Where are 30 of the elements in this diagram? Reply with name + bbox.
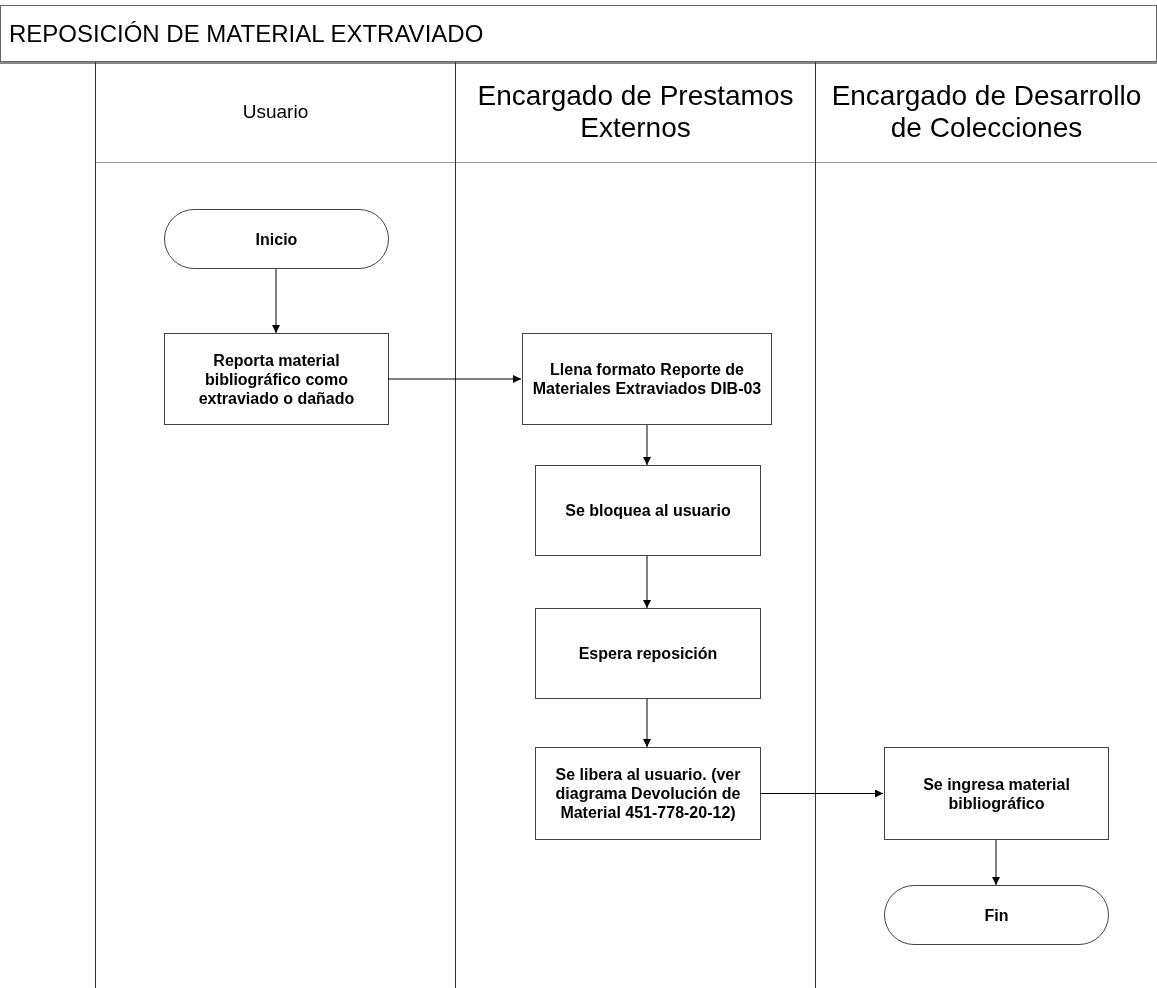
step-text: Llena formato Reporte de Materiales Extraviados DIB-03 [531, 360, 763, 398]
terminal-shape [164, 209, 389, 269]
process-box [884, 747, 1109, 840]
process-box [535, 608, 761, 699]
terminal-shape [884, 885, 1109, 945]
step-text: Fin [984, 905, 1009, 925]
arrow [643, 424, 651, 466]
process-box [522, 333, 772, 425]
step-text: Inicio [255, 229, 298, 249]
swimlane [815, 62, 1157, 988]
diagram-title: REPOSICIÓN DE MATERIAL EXTRAVIADO [9, 18, 484, 49]
step-text: Se bloquea al usuario [565, 501, 731, 520]
process-box [535, 465, 761, 556]
arrow [759, 789, 884, 798]
arrow [992, 839, 1000, 886]
process-box [164, 333, 389, 425]
step-text: Se ingresa material bibliográfico [922, 774, 1071, 813]
swimlane [95, 62, 455, 988]
lane-header: Usuario [241, 99, 310, 124]
swimlane [455, 62, 815, 988]
arrow [387, 375, 522, 383]
arrow [643, 555, 651, 609]
step-text: Reporta material bibliográfico como extraviado o dañado [197, 350, 356, 408]
step-text: Espera reposición [578, 644, 718, 663]
lane-header: Encargado de Desarrollo de Colecciones [830, 80, 1143, 144]
arrow [643, 698, 651, 748]
step-text: Se libera al usuario. (ver diagrama Devolución de Material 451-778-20-12) [554, 765, 742, 822]
lane-header: Encargado de Prestamos Externos [476, 80, 795, 144]
arrow [272, 268, 280, 334]
process-box [535, 747, 761, 840]
